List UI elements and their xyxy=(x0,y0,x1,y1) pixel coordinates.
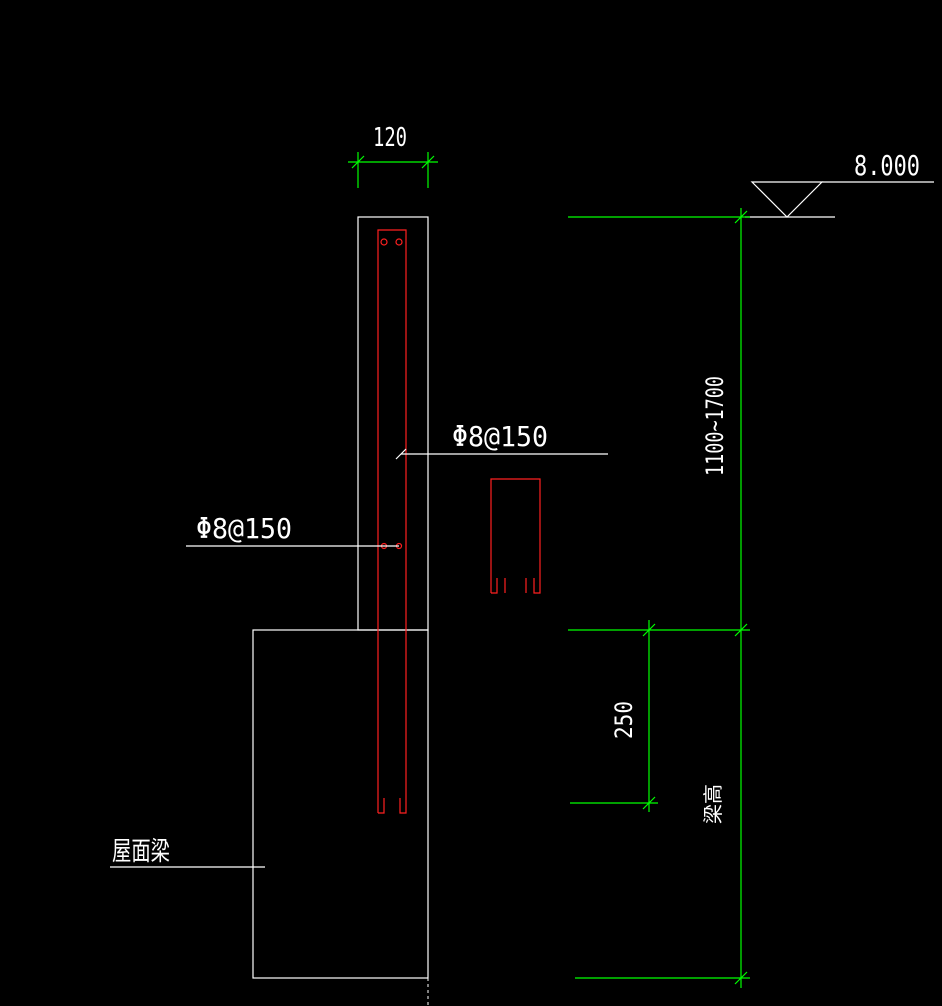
dim-anchor-label: 250 xyxy=(610,701,638,739)
dim-height-range-label: 1100~1700 xyxy=(701,376,729,476)
dim-anchor-tick-bottom xyxy=(642,796,656,810)
text-labels: 120 8.000 Φ8@150 Φ8@150 1100~1700 250 梁高… xyxy=(112,123,920,867)
dimension-lines xyxy=(348,152,750,988)
stirrup-detail xyxy=(490,478,541,594)
dim-top-tick-right xyxy=(421,155,435,169)
dim-tick-top xyxy=(734,210,748,224)
dim-tick-bottom xyxy=(734,971,748,985)
dim-anchor-tick-top xyxy=(642,623,656,637)
rebar-group xyxy=(377,229,541,814)
dim-top-tick-left xyxy=(351,155,365,169)
rebar-dot-top-right xyxy=(395,238,403,246)
leader-lines xyxy=(110,448,608,868)
beam-height-label: 梁高 xyxy=(701,784,725,824)
leader-vertical-rebar-tick xyxy=(395,448,407,460)
rebar-vertical-label: Φ8@150 xyxy=(452,420,548,453)
roof-beam xyxy=(252,629,429,979)
parapet-wall xyxy=(357,216,429,631)
vertical-rebar xyxy=(377,229,407,814)
elevation-triangle xyxy=(750,181,824,218)
roof-beam-label: 屋面梁 xyxy=(112,837,170,867)
concrete-outline xyxy=(252,216,429,1006)
elevation-label: 8.000 xyxy=(854,149,920,182)
dim-tick-mid xyxy=(734,623,748,637)
dim-top-width-label: 120 xyxy=(373,123,407,153)
rebar-dot-top-left xyxy=(380,238,388,246)
rebar-horizontal-label: Φ8@150 xyxy=(196,512,292,545)
elevation-marker xyxy=(745,181,934,218)
